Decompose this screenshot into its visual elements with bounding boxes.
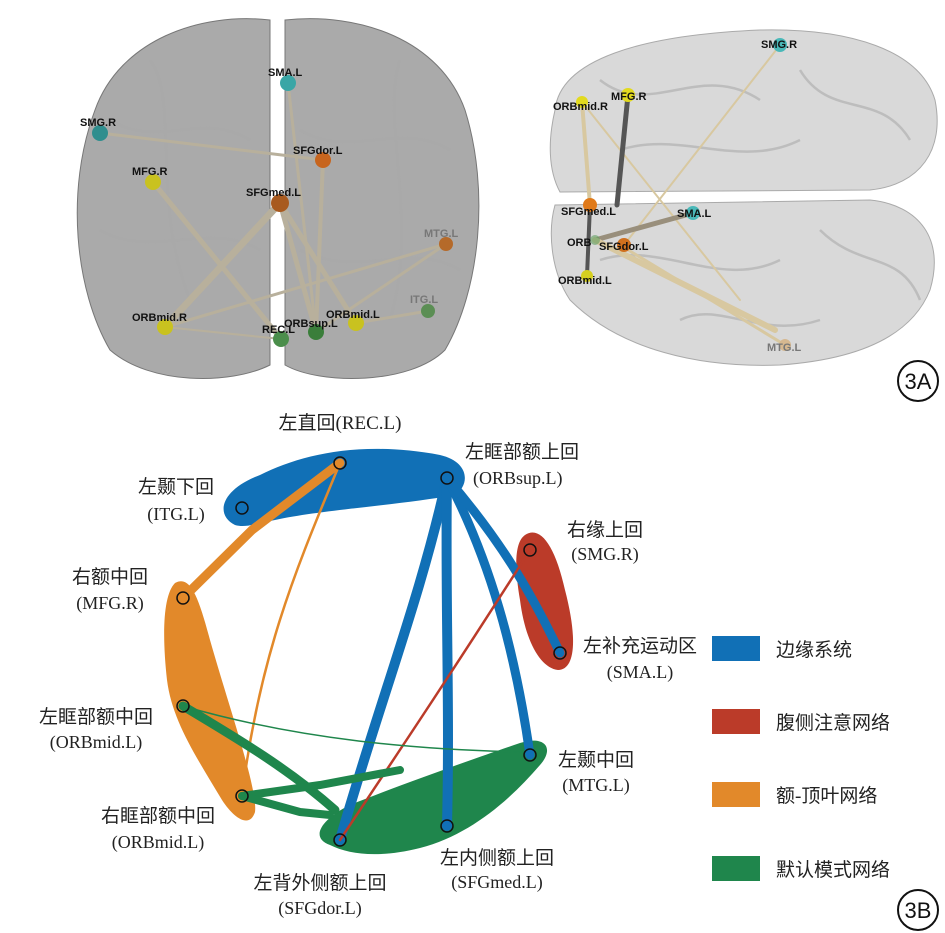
panel-label-3a: 3A xyxy=(897,360,939,402)
network-edges xyxy=(178,458,565,845)
ventral-attention-module-blob xyxy=(516,532,574,670)
svg-text:3A: 3A xyxy=(905,369,932,394)
node-label: SFGdor.L xyxy=(599,241,649,253)
label-sfgmed-en: (SFGmed.L) xyxy=(451,872,543,893)
node-label: SFGdor.L xyxy=(293,145,343,157)
panel-label-3b: 3B xyxy=(897,889,939,931)
node-label: ORBmid.R xyxy=(553,101,608,113)
label-orbmid-r-cn: 右眶部额中回 xyxy=(101,805,215,827)
node-label: MTG.L xyxy=(767,342,801,354)
node-label: SFGmed.L xyxy=(561,206,616,218)
node-smg xyxy=(523,543,537,557)
node-label: ORBsup.L xyxy=(284,318,338,330)
edge-orbsup-mtg xyxy=(442,473,535,760)
node-label: MFG.R xyxy=(132,166,167,178)
label-orbsup-cn: 左眶部额上回 xyxy=(465,441,579,463)
svg-text:3B: 3B xyxy=(905,898,932,923)
label-orbmid-r-en: (ORBmid.L) xyxy=(112,832,205,853)
edge-smg-sfgdor xyxy=(338,548,532,842)
legend-swatch-ventral-attention xyxy=(712,709,760,734)
node-orbsup xyxy=(440,471,454,485)
network-diagram: 左直回(REC.L) 左眶部额上回 (ORBsup.L) 左颞下回 (ITG.L… xyxy=(39,412,697,919)
brain-lower-hemisphere xyxy=(550,199,935,366)
edge-mfg-rec xyxy=(178,458,345,603)
label-rec: 左直回(REC.L) xyxy=(279,412,402,434)
label-sfgdor-en: (SFGdor.L) xyxy=(278,898,362,919)
legend-label: 额-顶叶网络 xyxy=(776,785,877,807)
node-sma xyxy=(553,646,567,660)
node-label: ITG.L xyxy=(410,294,438,306)
label-sma-cn: 左补充运动区 xyxy=(583,635,697,657)
brain-left-hemisphere xyxy=(76,18,271,380)
node-rec xyxy=(333,456,347,470)
label-itg-en: (ITG.L) xyxy=(147,504,204,525)
edge-orbmidr-rec xyxy=(240,461,342,798)
coronal-edges xyxy=(98,81,448,342)
legend-label: 腹侧注意网络 xyxy=(776,712,890,734)
label-orbsup-en: (ORBsup.L) xyxy=(473,468,563,489)
edge-orbmidl-mtg xyxy=(182,705,526,753)
legend: 边缘系统 腹侧注意网络 额-顶叶网络 默认模式网络 xyxy=(712,636,890,881)
coronal-brain-view: SMA.L SMG.R SFGdor.L MFG.R SFGmed.L MTG.… xyxy=(76,18,480,380)
label-orbmid-l-cn: 左眶部额中回 xyxy=(39,706,153,728)
brain-gyri xyxy=(599,69,922,327)
label-sma-en: (SMA.L) xyxy=(607,662,674,683)
limbic-module-blob xyxy=(223,448,465,527)
edge-orbsup-sma xyxy=(442,473,565,658)
edge-orbmidr-mtg xyxy=(238,766,404,800)
legend-label: 默认模式网络 xyxy=(776,859,890,881)
label-smg-en: (SMG.R) xyxy=(571,544,639,565)
node-orbmid-r xyxy=(235,789,249,803)
node-label: ORBmid.L xyxy=(326,309,380,321)
axial-nodes xyxy=(576,38,791,351)
node-label: REC.L xyxy=(262,324,295,336)
legend-swatch-frontoparietal xyxy=(712,782,760,807)
default-mode-module-blob xyxy=(319,740,548,855)
node-label: ORBmid.R xyxy=(132,312,187,324)
node-label: SFGmed.L xyxy=(246,187,301,199)
label-mtg-en: (MTG.L) xyxy=(562,775,629,796)
node-mfg xyxy=(176,591,190,605)
node-label: SMA.L xyxy=(268,67,303,79)
node-label: MTG.L xyxy=(424,228,458,240)
node-label: ORB xyxy=(567,237,592,249)
node-sfgmed xyxy=(440,819,454,833)
edge-orbmidl-sfgdor xyxy=(178,701,340,815)
legend-swatch-limbic xyxy=(712,636,760,661)
network-nodes xyxy=(176,456,567,847)
node-sfgdor xyxy=(333,833,347,847)
label-mfg-cn: 右额中回 xyxy=(72,566,148,588)
edge-orbmidr-sfgdor xyxy=(238,792,334,819)
node-label: SMG.R xyxy=(80,117,116,129)
legend-swatch-default-mode xyxy=(712,856,760,881)
node-mtg xyxy=(523,748,537,762)
brain-upper-hemisphere xyxy=(549,29,938,193)
edge-orbsup-sfgdor xyxy=(335,473,452,845)
edge-orbsup-sfgmed xyxy=(441,473,453,831)
label-mfg-en: (MFG.R) xyxy=(76,593,144,614)
node-label: SMG.R xyxy=(761,39,797,51)
label-sfgdor-cn: 左背外侧额上回 xyxy=(253,872,386,894)
node-orbmid-l xyxy=(176,699,190,713)
axial-brain-view: SMG.R MFG.R ORBmid.R SFGmed.L SMA.L ORB … xyxy=(549,29,938,366)
node-itg xyxy=(235,501,249,515)
label-orbmid-l-en: (ORBmid.L) xyxy=(50,732,143,753)
legend-label: 边缘系统 xyxy=(776,639,852,661)
node-label: SMA.L xyxy=(677,208,712,220)
coronal-nodes xyxy=(92,75,453,347)
label-sfgmed-cn: 左内侧额上回 xyxy=(440,847,554,869)
label-smg-cn: 右缘上回 xyxy=(567,519,643,541)
label-mtg-cn: 左颞中回 xyxy=(558,749,634,771)
brain-gyri xyxy=(99,59,461,321)
node-label: ORBmid.L xyxy=(558,275,612,287)
node-label: MFG.R xyxy=(611,91,646,103)
label-itg-cn: 左颞下回 xyxy=(138,476,214,498)
axial-edges xyxy=(580,44,787,347)
frontoparietal-module-blob xyxy=(164,581,256,821)
